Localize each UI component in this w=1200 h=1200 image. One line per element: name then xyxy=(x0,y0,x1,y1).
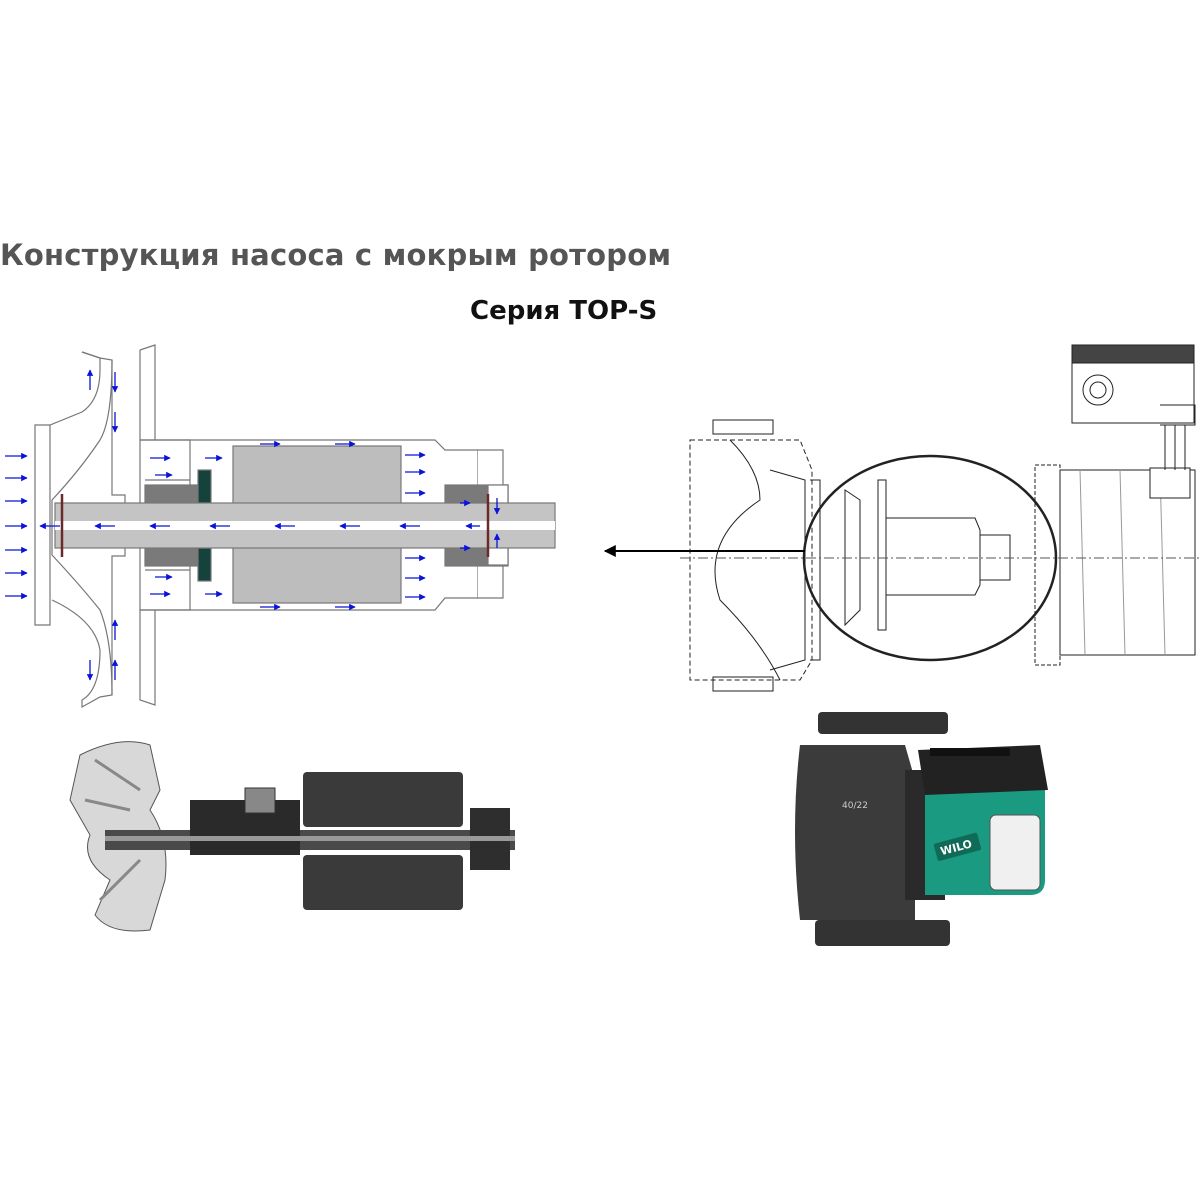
seal xyxy=(197,469,212,504)
page-title: Конструкция насоса с мокрым ротором xyxy=(0,238,672,272)
rotor-can xyxy=(885,517,981,596)
impeller xyxy=(34,351,101,626)
pump-technical-drawing xyxy=(680,344,1200,692)
flow-arrows xyxy=(5,369,501,681)
front-bearing xyxy=(144,484,201,504)
wilo-top-s-pump-photo: 40/22 WILO xyxy=(795,712,1048,946)
detail-circle xyxy=(802,454,1058,662)
series-subtitle: Серия TOP-S xyxy=(470,296,658,326)
rotor-with-impeller-photo xyxy=(69,741,515,932)
svg-text:40/22: 40/22 xyxy=(842,801,868,811)
